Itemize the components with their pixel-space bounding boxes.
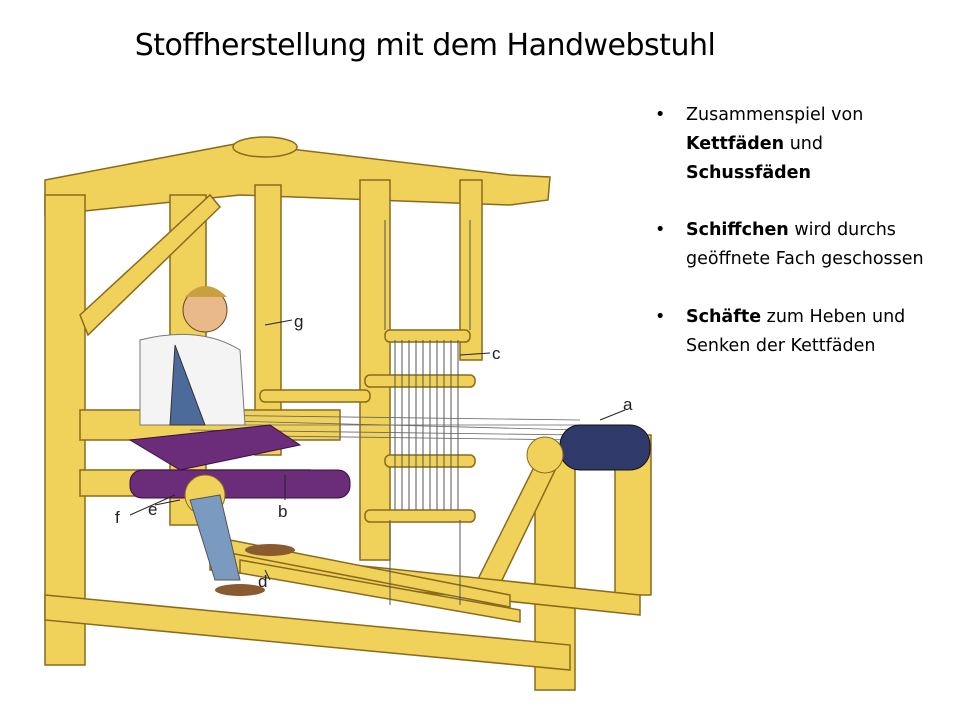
heddle-post [459,179,483,361]
diagonal-brace [79,193,222,337]
treadle [239,559,521,623]
weaver-figure [139,286,295,596]
slide-title: Stoffherstellung mit dem Handwebstuhl [134,28,716,63]
heddle-bar [364,374,476,388]
top-ornament [232,136,298,158]
label-g: g [294,312,303,331]
batten-top [259,389,371,403]
bullet-text: zum Heben und Senken der Kettfäden [686,306,906,356]
base-rail-front [44,594,571,671]
label-c: c [492,344,501,363]
heddle-shaft-top [384,329,471,343]
warp-roll-ratchet [526,436,564,474]
label-f: f [115,508,120,527]
heddle-wires [384,220,471,605]
bullet-bold-text: Schäfte [686,306,762,327]
bullet-text: und [784,133,823,154]
label-a: a [623,395,633,414]
label-d: d [258,572,267,591]
bullet-bold-text: Schiffchen [686,220,789,241]
bullet-bold-text: Schussfäden [686,162,812,183]
left-post [44,194,86,666]
lower-heddle-bar [364,509,476,523]
bullet-item: Schäfte zum Heben und Senken der Kettfäd… [655,303,945,361]
bullet-text: Zusammenspiel von [686,105,864,125]
warp-roll [559,424,651,471]
bullet-bold-text: Kettfäden [686,133,785,154]
label-e: e [148,500,157,519]
bullet-text: wird durchs geöffnete Fach geschossen [686,220,924,270]
label-b: b [278,502,287,521]
bullet-item: Schiffchen wird durchs geöffnete Fach ge… [655,216,945,274]
woven-cloth [128,424,302,471]
bullet-item: Zusammenspiel von Kettfäden und Schussfä… [655,101,945,187]
cloth-roll [129,469,351,499]
handloom-illustration: a b c d e f g [44,136,652,691]
bullet-list: Zusammenspiel von Kettfäden und Schussfä… [655,101,945,390]
